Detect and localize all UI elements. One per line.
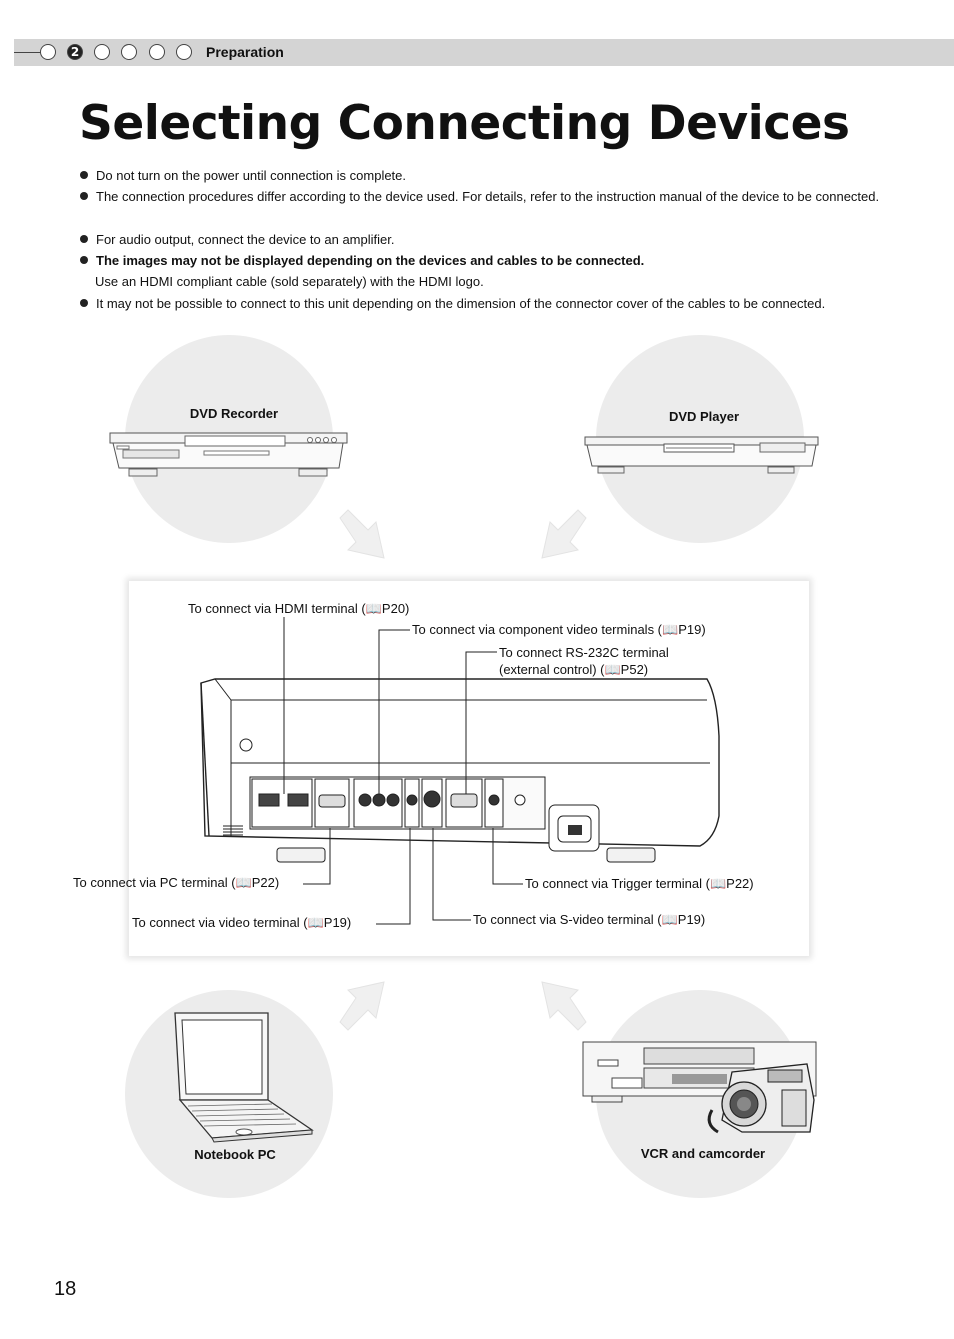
dvd-player-icon (584, 436, 819, 474)
callout-pc: To connect via PC terminal (📖P22) (73, 875, 280, 890)
callout-rs232c: To connect RS-232C terminal (external co… (499, 645, 669, 677)
note-text: Do not turn on the power until connectio… (96, 168, 407, 183)
bullet-icon (80, 192, 88, 200)
manual-ref-icon: 📖 (604, 662, 621, 677)
step-indicator-2: 2 (67, 44, 83, 60)
callout-trigger: To connect via Trigger terminal (📖P22) (525, 876, 754, 891)
note-text: The images may not be displayed dependin… (96, 253, 645, 268)
bullet-icon (80, 171, 88, 179)
bullet-icon (80, 235, 88, 243)
note-subtext: Use an HDMI compliant cable (sold separa… (95, 274, 484, 289)
bullet-icon (80, 299, 88, 307)
manual-ref-icon: 📖 (709, 876, 727, 891)
header-bar (14, 39, 954, 66)
notebook-pc-icon (174, 1012, 314, 1143)
step-indicator-3 (94, 44, 110, 60)
manual-ref-icon: 📖 (307, 915, 324, 930)
callout-video: To connect via video terminal (📖P19) (132, 915, 352, 930)
page-title: Selecting Connecting Devices (79, 96, 850, 151)
header-rule (14, 52, 44, 53)
notebook-pc-label: Notebook PC (194, 1147, 276, 1162)
manual-ref-icon: 📖 (662, 622, 679, 637)
step-indicator-5 (149, 44, 165, 60)
page-number: 18 (54, 1278, 77, 1300)
step-indicator-1 (40, 44, 56, 60)
bullet-icon (80, 256, 88, 264)
vcr-camcorder-label: VCR and camcorder (640, 1146, 766, 1161)
note-text: For audio output, connect the device to … (96, 232, 395, 247)
projector-rear-icon (200, 678, 720, 863)
arrow-down-left-icon (541, 509, 587, 559)
manual-ref-icon: 📖 (661, 912, 678, 927)
dvd-recorder-label: DVD Recorder (189, 406, 279, 421)
step-indicator-4 (121, 44, 137, 60)
step-indicator-6 (176, 44, 192, 60)
vcr-camcorder-icon (582, 1041, 817, 1134)
dvd-player-label: DVD Player (668, 409, 740, 424)
section-label: Preparation (206, 44, 284, 60)
manual-ref-icon: 📖 (235, 875, 252, 890)
note-text: The connection procedures differ accordi… (96, 189, 880, 204)
callout-component: To connect via component video terminals… (412, 622, 706, 637)
callout-hdmi: To connect via HDMI terminal (📖P20) (188, 601, 410, 616)
note-text: It may not be possible to connect to thi… (96, 296, 826, 311)
arrow-up-right-icon (339, 981, 385, 1031)
arrow-up-left-icon (541, 981, 587, 1031)
dvd-recorder-icon (109, 432, 348, 477)
arrow-down-right-icon (339, 509, 385, 559)
callout-svideo: To connect via S-video terminal (📖P19) (473, 912, 706, 927)
manual-ref-icon: 📖 (365, 601, 382, 616)
